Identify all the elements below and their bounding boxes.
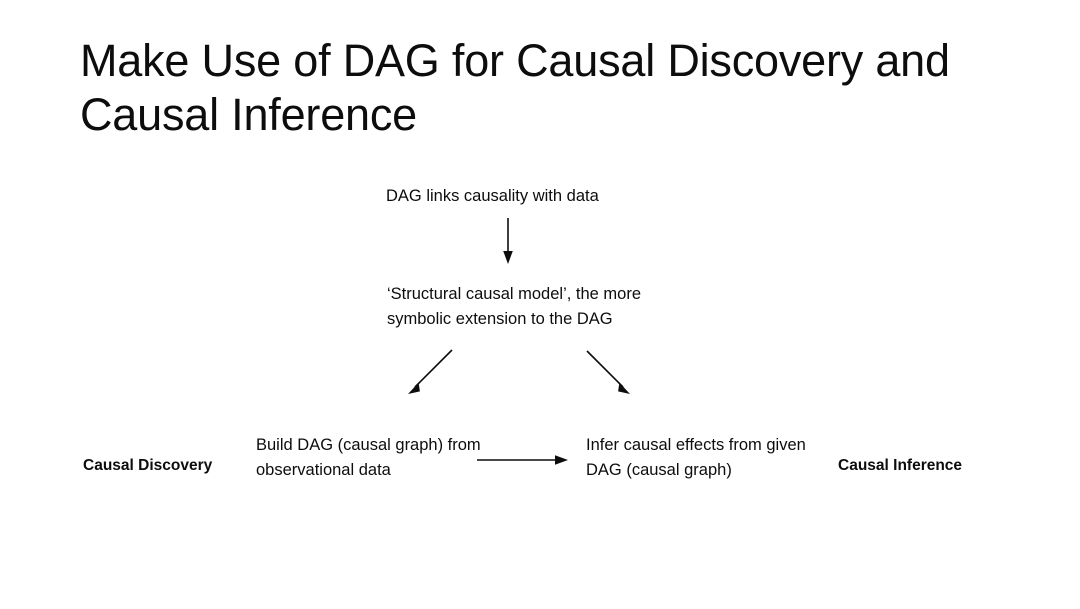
node-dag-links-causality: DAG links causality with data [386,187,599,205]
label-causal-inference: Causal Inference [838,457,963,474]
label-causal-discovery: Causal Discovery [83,457,213,474]
arrow-build-dag-to-infer-icon [477,455,568,465]
arrow-dag-to-scm-icon [503,218,513,264]
arrow-scm-to-infer-icon [586,350,630,394]
node-build-dag: Build DAG (causal graph) from observatio… [256,436,481,479]
node-structural-causal-model: ‘Structural causal model’, the more symb… [387,285,642,328]
node-infer-causal-effects: Infer causal effects from given DAG (cau… [586,436,806,479]
page-title: Make Use of DAG for Causal Discovery and… [80,35,950,140]
arrow-scm-to-build-dag-icon [408,349,453,394]
